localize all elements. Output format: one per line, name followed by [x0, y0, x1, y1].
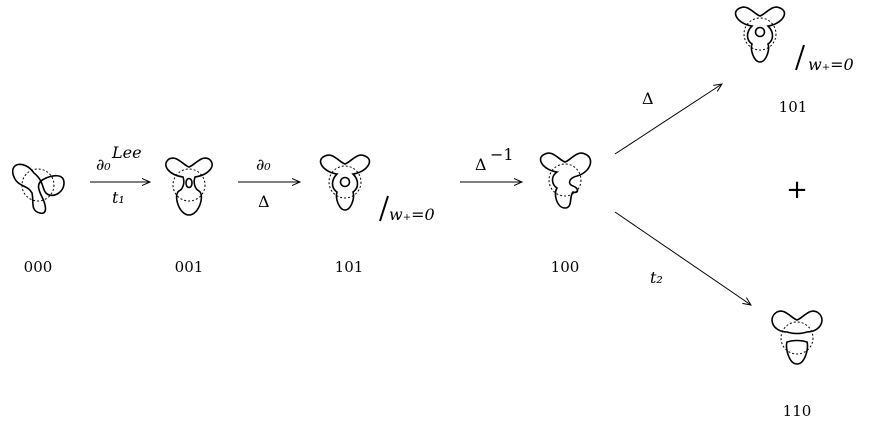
state-label-101-quotient: 101	[335, 258, 364, 276]
state-label-101-top: 101	[779, 98, 808, 116]
diagram-000	[11, 163, 65, 215]
arrow-3-top-label: Δ	[475, 155, 487, 174]
quotient-slash-2	[795, 44, 805, 71]
state-label-100: 100	[551, 258, 580, 276]
state-label-000: 000	[24, 258, 53, 276]
arrow-4-label: Δ	[642, 89, 654, 108]
arrow-100-110	[614, 211, 751, 305]
arrow-100-101-top	[614, 84, 722, 155]
diagram-110	[771, 310, 823, 365]
arrow-1-top-label: ∂₀	[96, 155, 111, 174]
quotient-slash-1	[379, 195, 389, 222]
quotient-subscript-1: w₊=0	[389, 205, 435, 224]
arrow-5-label: t₂	[650, 268, 663, 287]
diagram-001	[165, 157, 213, 216]
plus-sign: +	[786, 175, 808, 205]
arrow-2-top-label: ∂₀	[256, 155, 271, 174]
arrow-2-bottom-label: Δ	[258, 192, 270, 211]
diagram-100	[539, 152, 592, 209]
arrow-1-top-sup: Lee	[111, 143, 142, 162]
diagram-101-top	[734, 6, 786, 63]
arrow-3-top-sup: −1	[490, 145, 514, 164]
quotient-subscript-2: w₊=0	[808, 55, 854, 74]
arrow-1-bottom-label: t₁	[112, 188, 125, 207]
state-label-110: 110	[783, 402, 812, 420]
diagram-101-quotient	[319, 154, 371, 211]
state-label-001: 001	[175, 258, 204, 276]
